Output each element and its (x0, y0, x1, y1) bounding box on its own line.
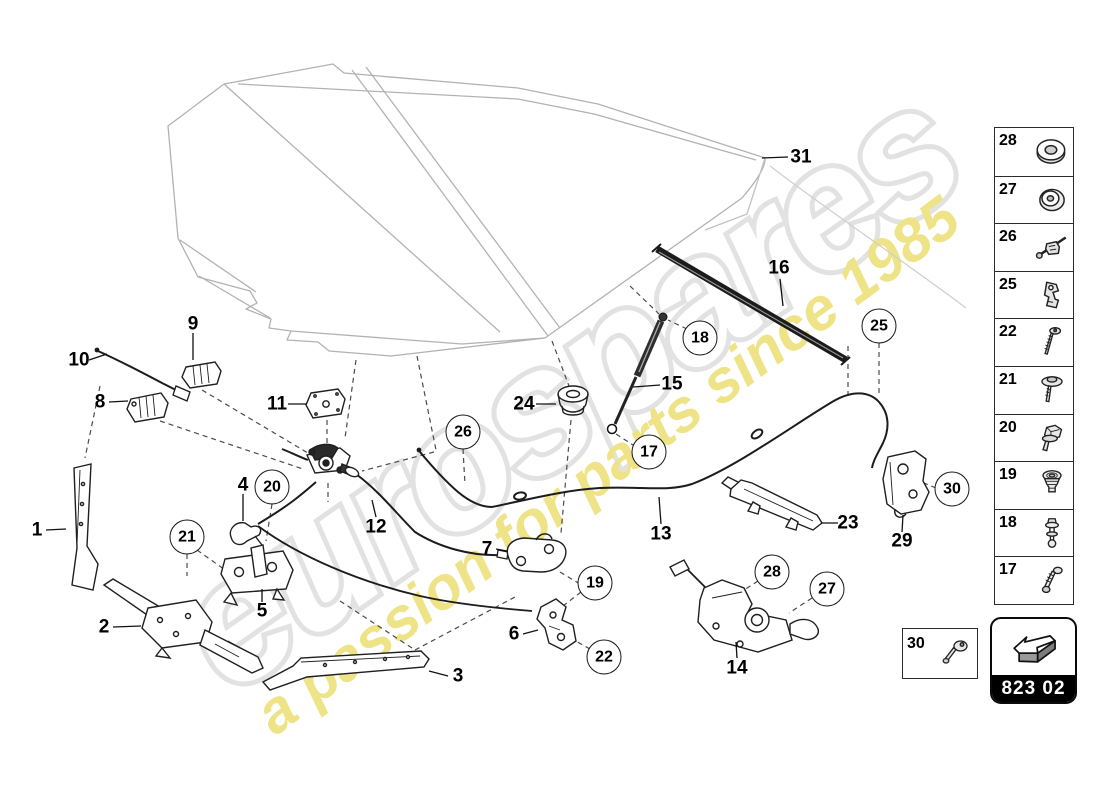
part-label-13[interactable]: 13 (650, 523, 672, 545)
part-label-1[interactable]: 1 (31, 519, 43, 541)
part-12-release-mechanism (306, 443, 360, 478)
long-screw-icon (1033, 324, 1071, 362)
leader-lines (45, 156, 904, 677)
part-16-seal (651, 243, 851, 366)
part-label-15[interactable]: 15 (661, 373, 683, 395)
sidebar-item-20[interactable]: 20 (995, 413, 1073, 462)
part-11-plate (305, 388, 346, 419)
part-9-clip (181, 361, 222, 389)
sidebar-item-number: 21 (999, 370, 1017, 388)
part-group-code: 823 02 (992, 675, 1075, 702)
sidebar-item-number: 26 (999, 228, 1017, 246)
part-ref-circle-30[interactable]: 30 (934, 471, 970, 507)
part-ref-circle-27[interactable]: 27 (809, 571, 845, 607)
part-label-3[interactable]: 3 (452, 665, 464, 687)
part-ref-circle-26[interactable]: 26 (445, 414, 481, 450)
part-ref-circle-19[interactable]: 19 (577, 565, 613, 601)
sidebar-item-21[interactable]: 21 (995, 365, 1073, 414)
part-ref-circle-28[interactable]: 28 (754, 554, 790, 590)
part-ref-circle-21[interactable]: 21 (169, 519, 205, 555)
expansion-rivet-icon (1033, 466, 1071, 504)
part-15-gas-strut (606, 312, 668, 435)
grommet-large-icon (1033, 133, 1071, 171)
part-1-strip (71, 463, 99, 591)
hex-bolt-icon (1033, 419, 1071, 457)
sidebar-item-number: 25 (999, 275, 1017, 293)
sidebar-item-22[interactable]: 22 (995, 318, 1073, 366)
part-5-latch-bracket (220, 544, 294, 607)
sidebar-item-number: 22 (999, 323, 1017, 341)
part-label-12[interactable]: 12 (365, 516, 387, 538)
part-ref-circle-22[interactable]: 22 (586, 639, 622, 675)
part-label-11[interactable]: 11 (266, 393, 288, 415)
sidebar-item-number: 28 (999, 132, 1017, 149)
sidebar-item-19[interactable]: 19 (995, 461, 1073, 509)
sidebar-item-18[interactable]: 18 (995, 508, 1073, 557)
sidebar-item-number: 19 (999, 466, 1017, 484)
sidebar-item-number: 20 (999, 418, 1017, 436)
sidebar-item-26[interactable]: 26 (995, 223, 1073, 271)
sidebar-item-27[interactable]: 27 (995, 175, 1073, 224)
part-ref-circle-17[interactable]: 17 (631, 434, 667, 470)
part-8-bracket (126, 392, 169, 423)
grommet-icon (1033, 181, 1071, 219)
extra-item-number: 30 (907, 635, 925, 652)
part-label-14[interactable]: 14 (726, 657, 748, 679)
part-label-2[interactable]: 2 (98, 616, 110, 638)
part-label-5[interactable]: 5 (256, 600, 268, 622)
part-7-striker-plate (506, 533, 567, 573)
fastener-sidebar: 28 27 26 25 22 21 20 19 18 17 (994, 127, 1074, 605)
part-label-16[interactable]: 16 (768, 257, 790, 279)
part-ref-circle-18[interactable]: 18 (682, 320, 718, 356)
part-label-7[interactable]: 7 (481, 538, 493, 560)
part-label-29[interactable]: 29 (891, 530, 913, 552)
sidebar-item-25[interactable]: 25 (995, 270, 1073, 319)
part-label-6[interactable]: 6 (508, 623, 520, 645)
stud-bolt-icon (1033, 562, 1071, 600)
part-label-31[interactable]: 31 (790, 146, 812, 168)
sidebar-item-17[interactable]: 17 (995, 556, 1073, 604)
washer-screw-icon (1033, 371, 1071, 409)
pan-screw-icon (937, 636, 973, 672)
category-arrow-icon (992, 619, 1075, 675)
part-label-4[interactable]: 4 (237, 474, 249, 496)
sidebar-item-number: 27 (999, 180, 1017, 198)
part-3-slat (261, 650, 430, 691)
sidebar-item-28[interactable]: 28 (995, 128, 1073, 176)
part-ref-circle-25[interactable]: 25 (861, 308, 897, 344)
part-2-rail (102, 578, 264, 674)
part-4-hook-lever (229, 522, 263, 546)
cable-clip-icon (1033, 228, 1071, 266)
part-14-lock (669, 559, 819, 653)
dashed-reference-lines (84, 285, 937, 651)
sidebar-item-number: 17 (999, 561, 1017, 579)
sidebar-item-number: 18 (999, 513, 1017, 531)
extra-item-box[interactable]: 30 (902, 628, 978, 679)
part-ref-circle-20[interactable]: 20 (254, 469, 290, 505)
part-label-24[interactable]: 24 (513, 393, 535, 415)
part-23-carrier (720, 476, 823, 531)
part-label-23[interactable]: 23 (837, 512, 859, 534)
part-group-box[interactable]: 823 02 (990, 617, 1077, 704)
retainer-clip-icon (1033, 276, 1071, 314)
part-label-10[interactable]: 10 (68, 349, 90, 371)
part-24-grommet (557, 385, 589, 416)
part-29-side-latch (882, 450, 930, 518)
ball-stud-icon (1033, 514, 1071, 552)
part-label-9[interactable]: 9 (187, 313, 199, 335)
part-label-8[interactable]: 8 (94, 391, 106, 413)
part-6-catch (536, 598, 577, 651)
